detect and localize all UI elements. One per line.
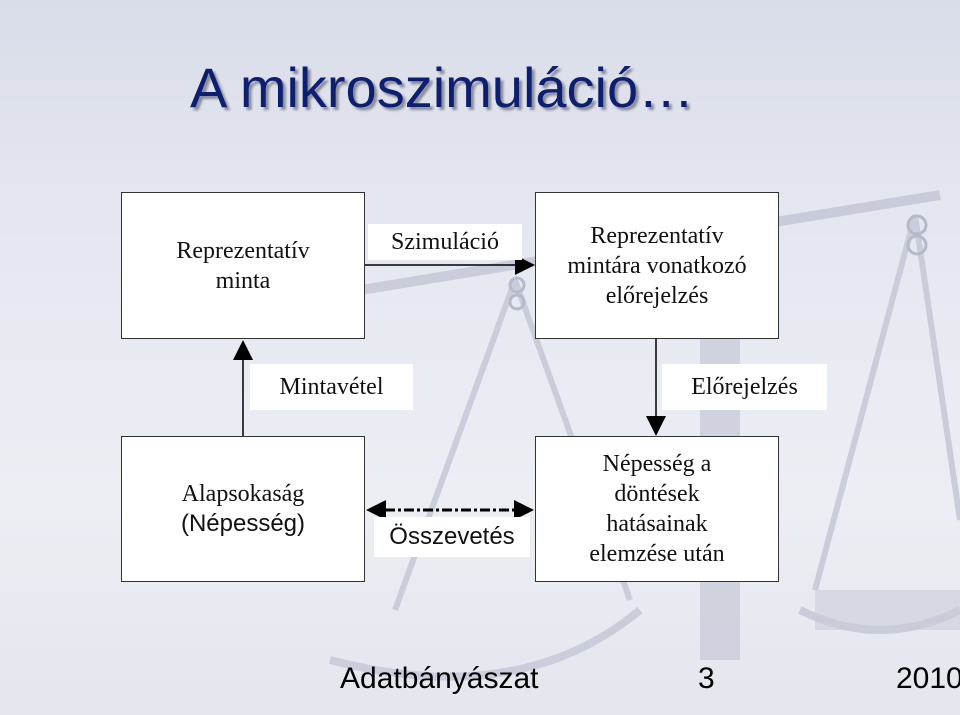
box-after-line-2: döntések [614,481,700,507]
comparison-arrowhead-left [366,500,386,520]
box-population-after: Népesség a döntések hatásainak elemzése … [535,436,779,582]
footer-page-number: 3 [698,662,715,695]
footer-left: Adatbányászat [340,662,539,695]
box-representative-sample: Reprezentatív minta [121,192,365,339]
label-forecasting: Előrejelzés [662,364,827,410]
box-population-line-1: Alapsokaság [181,481,305,507]
sampling-arrowhead [233,340,253,360]
label-comparison: Összevetés [374,517,530,557]
box-forecast-line-2: mintára vonatkozó [567,252,747,279]
label-simulation: Szimuláció [368,224,522,260]
box-forecast-line-3: előrejelzés [605,282,709,309]
box-sample-line-1: Reprezentatív [176,237,310,264]
box-population: Alapsokaság (Népesség) [121,436,365,582]
forecast-arrowhead [646,416,666,436]
box-population-line-2: (Népesség) [180,510,306,537]
box-sample-line-2: minta [215,267,271,294]
slide-title: A mikroszimuláció… [190,56,695,119]
simulation-arrowhead [515,255,535,275]
box-after-line-3: hatásainak [606,511,708,537]
box-forecast-on-sample: Reprezentatív mintára vonatkozó előrejel… [535,192,779,339]
comparison-arrowhead-right [514,500,534,520]
footer-year: 2010 [896,662,960,695]
box-after-line-4: elemzése után [589,541,725,567]
box-after-line-1: Népesség a [602,451,712,477]
label-sampling: Mintavétel [250,364,413,410]
box-forecast-line-1: Reprezentatív [590,222,724,249]
